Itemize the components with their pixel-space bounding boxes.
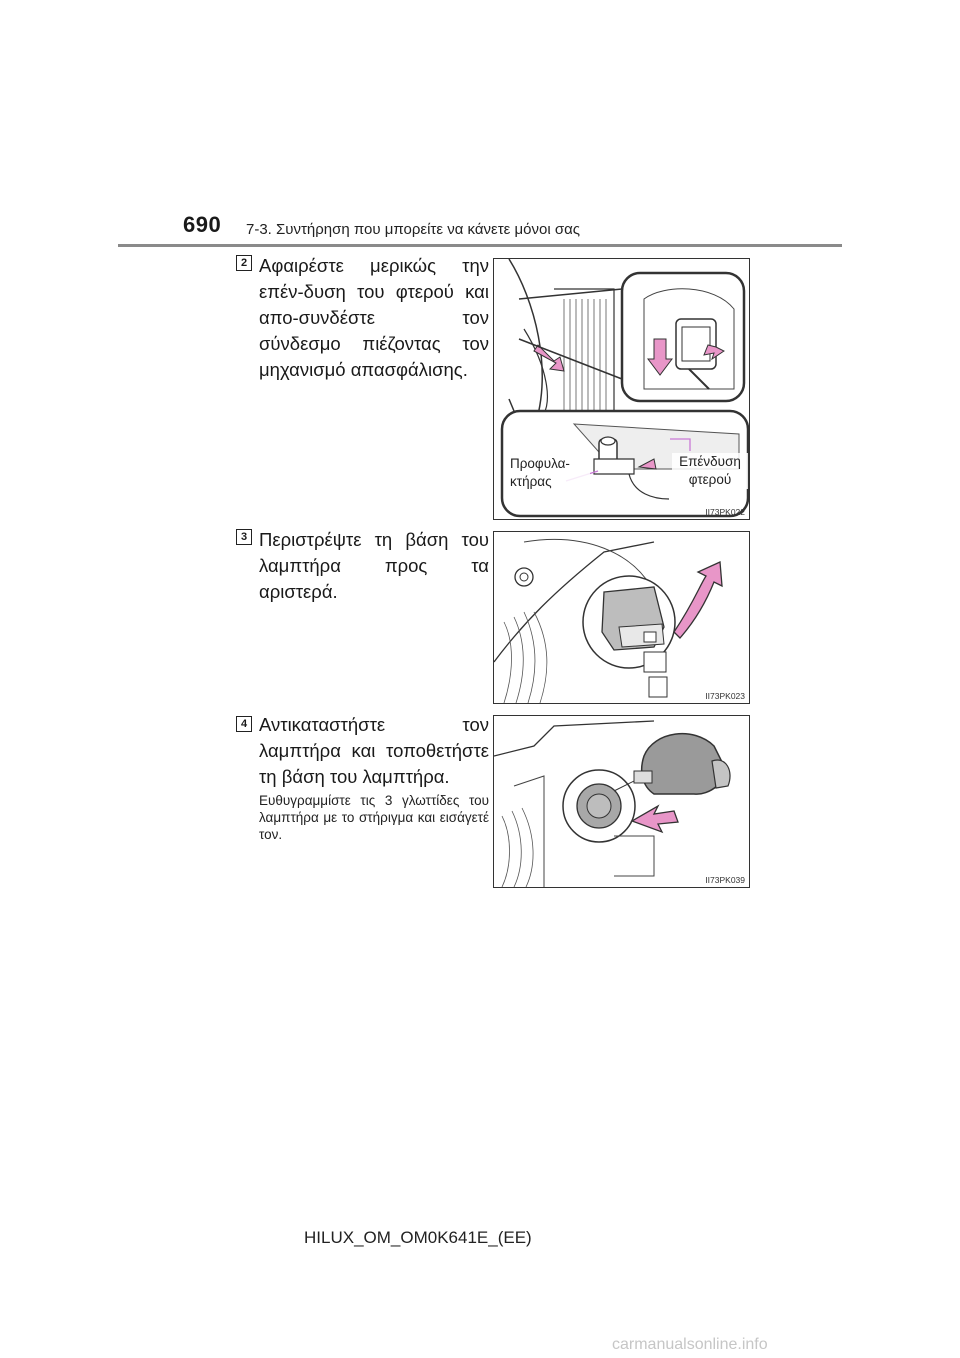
figure-code: II73PK039 [705,875,745,885]
step-3-text: Περιστρέψτε τη βάση του λαμπτήρα προς τα… [259,529,489,602]
step-4-text: Αντικαταστήστε τον λαμπτήρα και τοποθετή… [259,714,489,787]
step-number-3: 3 [236,529,252,545]
figure-step-3: II73PK023 [493,531,750,704]
section-title: 7-3. Συντήρηση που μπορείτε να κάνετε μό… [246,221,580,238]
callout-protector: Προφυλα-κτήρας [510,455,590,491]
figure-step-4: II73PK039 [493,715,750,888]
step-number-4: 4 [236,716,252,732]
step-2-text: Αφαιρέστε μερικώς την επέν-δυση του φτερ… [259,255,489,380]
bulb-install-illustration [494,720,731,887]
header-rule [118,244,842,247]
figure-code: II73PK023 [705,691,745,701]
step-4-subtext: Ευθυγραμμίστε τις 3 γλωττίδες του λαμπτή… [259,793,489,842]
page-number: 690 [183,212,222,237]
manual-code: HILUX_OM_OM0K641E_(EE) [304,1228,532,1247]
figure-code: II73PK022 [705,507,745,517]
step-number-2: 2 [236,255,252,271]
figure-step-2: Προφυλα-κτήρας Επένδυση φτερού II73PK022 [493,258,750,520]
bulb-base-rotate-illustration [494,538,723,703]
watermark: carmanualsonline.info [612,1336,768,1353]
callout-fender-liner: Επένδυση φτερού [672,453,748,489]
